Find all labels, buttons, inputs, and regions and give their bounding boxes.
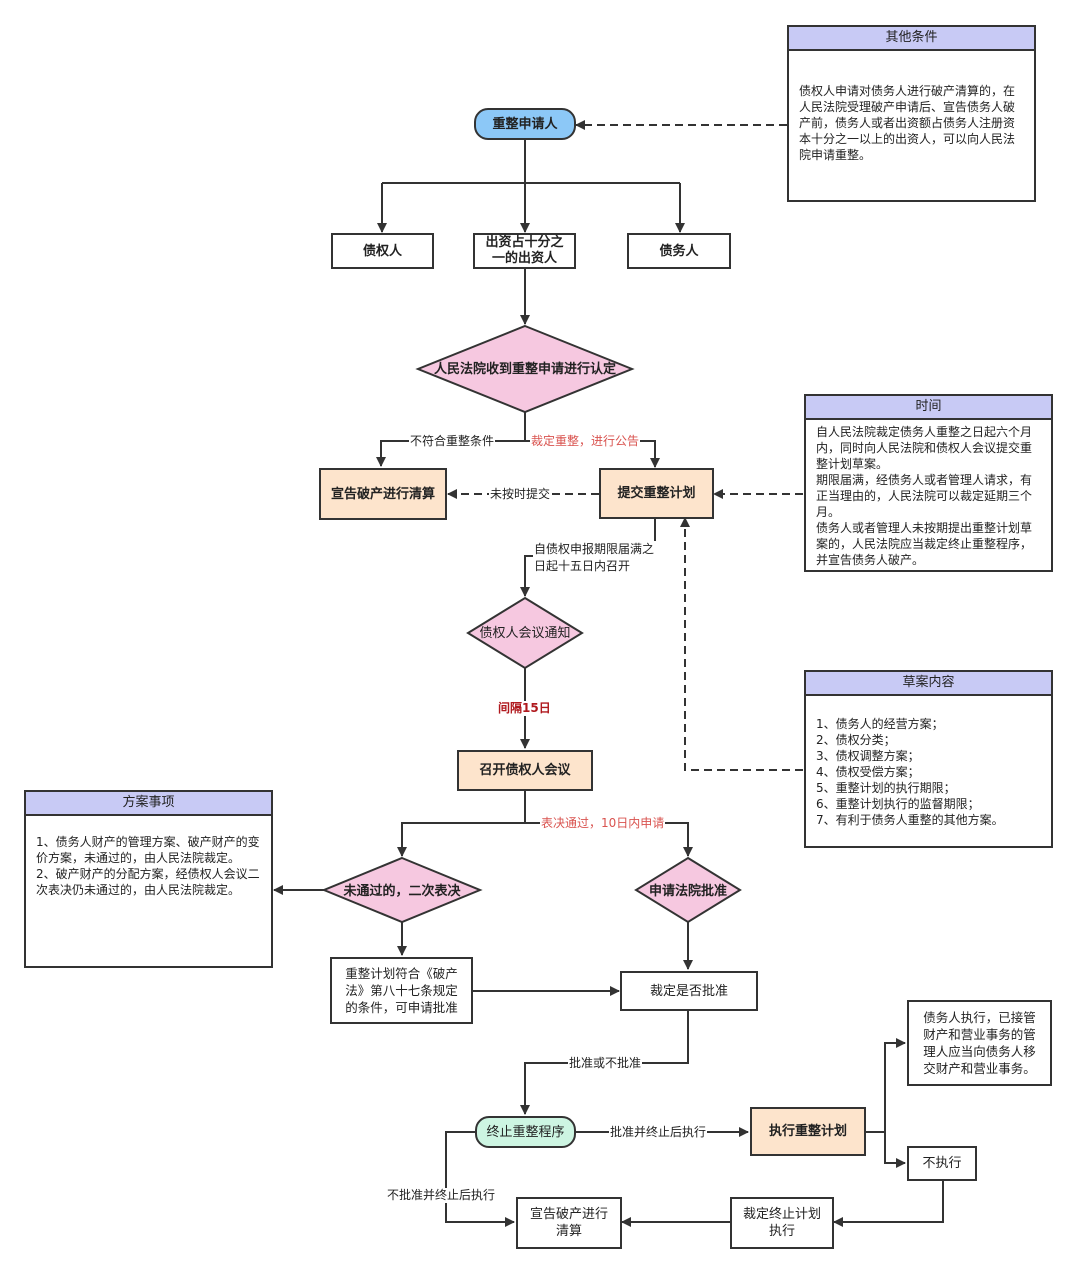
note-other-conditions: 其他条件 债权人申请对债务人进行破产清算的，在人民法院受理破产申请后、宣告债务人… xyxy=(787,25,1036,202)
edge-execute-notexec xyxy=(884,1132,906,1168)
note-plan-items-title: 方案事项 xyxy=(26,792,271,816)
edge-draft-submit xyxy=(680,517,803,771)
edge-notexec-ruling xyxy=(833,1181,944,1227)
note-time-title: 时间 xyxy=(806,396,1051,420)
terminate-procedure-node: 终止重整程序 xyxy=(475,1116,576,1148)
note-draft-content-title: 草案内容 xyxy=(806,672,1051,696)
label-interval: 间隔15日 xyxy=(497,701,552,716)
creditor-node: 债权人 xyxy=(331,233,434,269)
note-time-body: 自人民法院裁定债务人重整之日起六个月内，同时向人民法院和债权人会议提交重整计划草… xyxy=(816,425,1033,567)
bankruptcy-liquidation-final-node: 宣告破产进行清算 xyxy=(516,1197,622,1249)
debtor-execute-node: 债务人执行，已接管财产和营业事务的管理人应当向债务人移交财产和营业事务。 xyxy=(907,1000,1052,1086)
label-not-on-time: 未按时提交 xyxy=(489,487,552,502)
label-approve-or-not: 批准或不批准 xyxy=(568,1056,643,1071)
investor-node: 出资占十分之一的出资人 xyxy=(473,233,576,269)
note-draft-content: 草案内容 1、债务人的经营方案； 2、债权分类； 3、债权调整方案； 4、债权受… xyxy=(804,670,1053,848)
label-approve-then-execute: 批准并终止后执行 xyxy=(609,1125,708,1140)
edge-meeting-split xyxy=(397,790,526,857)
applicant-node: 重整申请人 xyxy=(474,108,576,140)
apply-approval-label: 申请法院批准 xyxy=(648,883,727,899)
court-review-label: 人民法院收到重整申请进行认定 xyxy=(433,361,616,377)
ruling-terminate-node: 裁定终止计划执行 xyxy=(730,1197,834,1249)
note-time: 时间 自人民法院裁定债务人重整之日起六个月内，同时向人民法院和债权人会议提交重整… xyxy=(804,394,1053,572)
label-not-meet: 不符合重整条件 xyxy=(409,434,496,449)
hold-meeting-node: 召开债权人会议 xyxy=(457,750,593,791)
note-draft-content-body: 1、债务人的经营方案； 2、债权分类； 3、债权调整方案； 4、债权受偿方案； … xyxy=(816,717,1004,827)
label-ruling-announce: 裁定重整，进行公告 xyxy=(530,434,641,449)
label-not-approve-then-execute: 不批准并终止后执行 xyxy=(386,1188,497,1203)
edge-terminate-bankruptcy xyxy=(445,1131,515,1227)
debtor-node: 债务人 xyxy=(627,233,731,269)
second-vote-label: 未通过的，二次表决 xyxy=(343,883,461,899)
ruling-approve-node: 裁定是否批准 xyxy=(620,971,758,1011)
note-plan-items-body: 1、债务人财产的管理方案、破产财产的变价方案，未通过的，由人民法院裁定。 2、破… xyxy=(36,835,260,897)
not-execute-node: 不执行 xyxy=(907,1146,977,1181)
note-plan-items: 方案事项 1、债务人财产的管理方案、破产财产的变价方案，未通过的，由人民法院裁定… xyxy=(24,790,273,968)
bankruptcy-liquidation-node: 宣告破产进行清算 xyxy=(319,468,447,520)
execute-plan-node: 执行重整计划 xyxy=(750,1107,866,1156)
creditor-notice-label: 债权人会议通知 xyxy=(479,625,571,641)
note-other-conditions-body: 债权人申请对债务人进行破产清算的，在人民法院受理破产申请后、宣告债务人破产前，债… xyxy=(799,84,1016,162)
note-other-conditions-title: 其他条件 xyxy=(789,27,1034,51)
plan-conforms-node: 重整计划符合《破产法》第八十七条规定的条件，可申请批准 xyxy=(330,957,473,1024)
label-vote-passed: 表决通过，10日内申请 xyxy=(540,816,666,831)
submit-plan-node: 提交重整计划 xyxy=(599,468,714,519)
edge-to-creditor xyxy=(382,182,680,232)
label-within-15-days: 自债权申报期限届满之日起十五日内召开 xyxy=(533,541,659,575)
edge-execute-debtor xyxy=(866,1038,906,1133)
